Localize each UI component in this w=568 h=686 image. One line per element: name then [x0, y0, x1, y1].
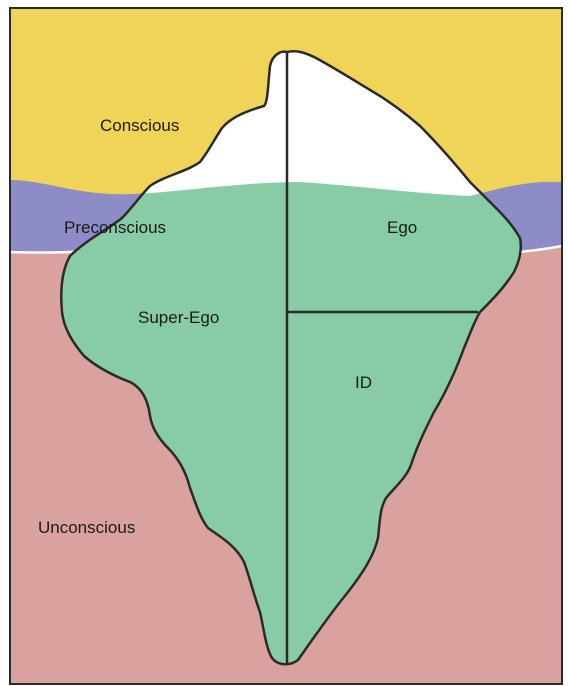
label-preconscious: Preconscious [64, 218, 166, 237]
label-super-ego: Super-Ego [138, 308, 219, 327]
label-unconscious: Unconscious [38, 518, 135, 537]
label-id: ID [355, 373, 372, 392]
label-conscious: Conscious [100, 116, 179, 135]
label-ego: Ego [387, 218, 417, 237]
